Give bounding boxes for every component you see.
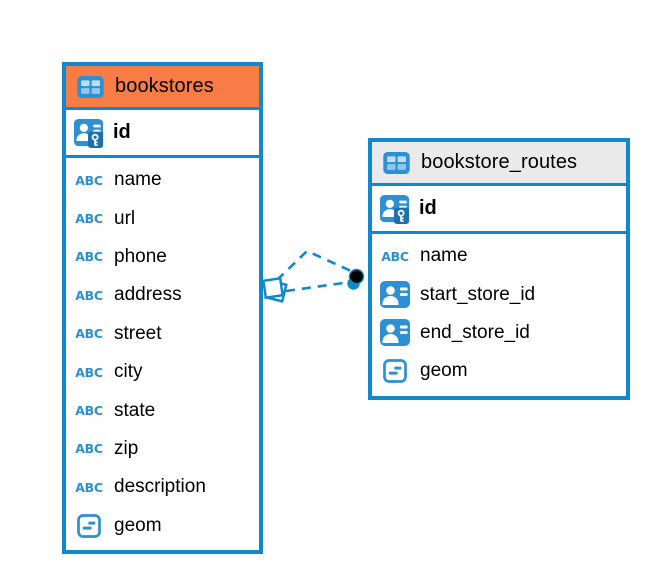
text-type-icon: ABC	[75, 211, 103, 227]
column-name: street	[114, 322, 162, 344]
primary-key-icon	[379, 194, 411, 224]
column-list: ABC name ABC url ABC phone ABC address A…	[66, 158, 259, 550]
column-row-geom[interactable]: geom	[372, 352, 626, 390]
column-name: url	[114, 207, 136, 229]
table-header-bookstore-routes[interactable]: bookstore_routes	[372, 142, 626, 186]
text-type-icon: ABC	[75, 249, 103, 265]
entity-bookstores[interactable]: bookstores id ABC name ABC url ABC phone…	[62, 62, 263, 554]
column-name: end_store_id	[420, 321, 530, 343]
column-name: id	[419, 197, 437, 219]
table-name: bookstore_routes	[421, 151, 578, 173]
circle-marker[interactable]	[347, 268, 365, 290]
geometry-type-icon	[73, 514, 105, 538]
text-type-icon: ABC	[75, 364, 103, 380]
geometry-type-icon	[379, 359, 411, 383]
column-row-phone[interactable]: ABC phone	[66, 238, 259, 276]
column-row-name[interactable]: ABC name	[372, 237, 626, 275]
diamond-marker[interactable]	[261, 276, 288, 303]
column-name: id	[113, 121, 131, 143]
column-row-start-store-id[interactable]: start_store_id	[372, 275, 626, 313]
column-name: description	[114, 476, 206, 498]
column-row-city[interactable]: ABC city	[66, 353, 259, 391]
column-name: phone	[114, 245, 167, 267]
column-row-state[interactable]: ABC state	[66, 391, 259, 429]
table-icon	[380, 152, 412, 174]
column-row-end-store-id[interactable]: end_store_id	[372, 314, 626, 352]
column-name: state	[114, 399, 156, 421]
column-row-address[interactable]: ABC address	[66, 276, 259, 314]
column-row-url[interactable]: ABC url	[66, 199, 259, 237]
column-name: city	[114, 361, 143, 383]
column-name: name	[114, 169, 162, 191]
text-type-icon: ABC	[75, 326, 103, 342]
column-row-geom[interactable]: geom	[66, 507, 259, 545]
column-row-id[interactable]: id	[66, 110, 259, 158]
column-row-street[interactable]: ABC street	[66, 315, 259, 353]
table-icon	[74, 76, 106, 98]
column-name: geom	[420, 360, 468, 382]
column-row-name[interactable]: ABC name	[66, 161, 259, 199]
column-name: geom	[114, 514, 162, 536]
column-row-id[interactable]: id	[372, 186, 626, 234]
entity-bookstore-routes[interactable]: bookstore_routes id ABC name start_store…	[368, 138, 630, 400]
reference-key-icon	[379, 319, 411, 346]
text-type-icon: ABC	[75, 287, 103, 303]
column-row-description[interactable]: ABC description	[66, 468, 259, 506]
text-type-icon: ABC	[75, 441, 103, 457]
reference-key-icon	[379, 281, 411, 308]
table-name: bookstores	[115, 75, 214, 97]
primary-key-icon	[73, 118, 105, 148]
column-name: name	[420, 245, 468, 267]
text-type-icon: ABC	[75, 172, 103, 188]
relationship-lines[interactable]	[276, 249, 352, 293]
text-type-icon: ABC	[381, 248, 409, 264]
column-list: ABC name start_store_id end_store_id ge	[372, 234, 626, 396]
column-name: start_store_id	[420, 283, 536, 305]
column-name: address	[114, 284, 182, 306]
table-header-bookstores[interactable]: bookstores	[66, 66, 259, 110]
text-type-icon: ABC	[75, 403, 103, 419]
column-name: zip	[114, 437, 139, 459]
column-row-zip[interactable]: ABC zip	[66, 430, 259, 468]
text-type-icon: ABC	[75, 479, 103, 495]
